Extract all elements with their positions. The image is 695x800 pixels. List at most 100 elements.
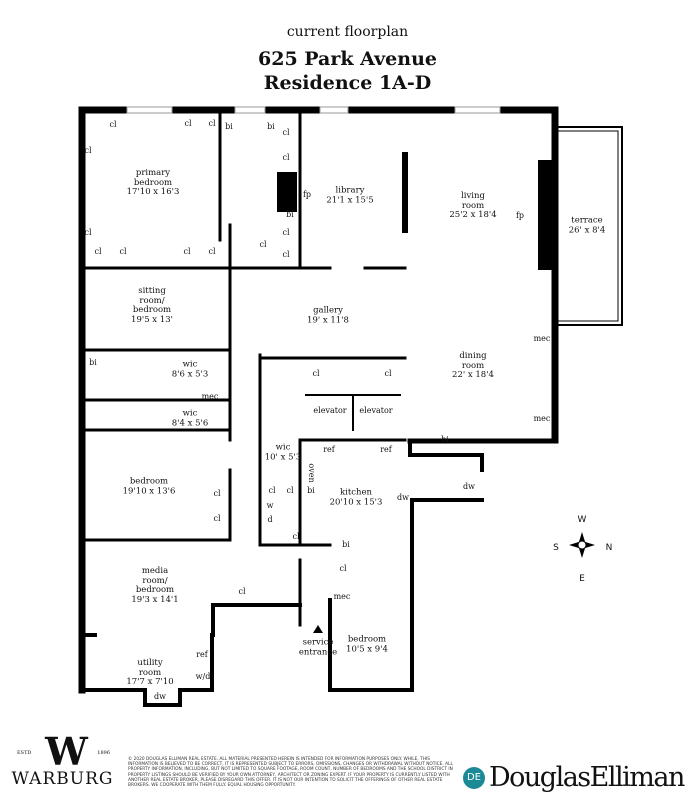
built-in-label: bi: [441, 435, 449, 444]
room-dims: 20'10 x 15'3: [329, 497, 383, 507]
property-address: 625 Park Avenue: [258, 48, 437, 70]
fireplace-label: fp: [302, 190, 312, 199]
room-name: wic: [182, 408, 198, 419]
room-name: bedroom: [129, 476, 169, 487]
room-name: wic: [182, 359, 198, 370]
room-dims: 25'2 x 18'4: [449, 209, 497, 220]
warburg-estd: ESTD: [17, 750, 32, 756]
dishwasher-label: dw: [397, 493, 409, 502]
room-dims: 21'1 x 15'5: [326, 195, 374, 205]
room-name: terrace: [571, 215, 603, 226]
elevator-label: elevator: [313, 406, 347, 415]
mechanical-label: mec: [533, 334, 551, 343]
closet-label: cl: [282, 228, 290, 237]
room-name: utility room: [137, 657, 163, 678]
built-in-label: bi: [286, 210, 294, 219]
floorplan-subtitle: current floorplan: [286, 24, 409, 40]
room-dims: 10'5 x 9'4: [346, 644, 388, 654]
closet-label: cl: [84, 228, 92, 237]
douglas-elliman-name: DouglasElliman: [489, 762, 685, 793]
compass-rose: [569, 532, 595, 558]
compass-west: W: [577, 515, 587, 525]
outer-wall: [78, 106, 559, 444]
warburg-logo: W ESTD 1896 WARBURG: [5, 733, 120, 790]
closet-label: cl: [282, 153, 290, 162]
closet-label: cl: [292, 532, 300, 541]
room-dims: 10' x 5'3: [264, 452, 302, 462]
refrigerator-label: ref: [323, 445, 335, 454]
compass-south: S: [553, 543, 559, 553]
room-dims: 8'6 x 5'3: [171, 369, 209, 379]
built-in-label: bi: [307, 486, 315, 495]
oven-label: oven: [307, 463, 316, 483]
room-name: bedroom: [347, 634, 387, 645]
service-entrance-arrow: [313, 625, 323, 633]
service-entrance-label: service entrance: [298, 637, 338, 657]
closet-label: cl: [208, 247, 216, 256]
room-name: kitchen: [339, 487, 373, 498]
dishwasher-label: dw: [463, 482, 475, 491]
utility-wall: [80, 633, 214, 707]
closet-label: cl: [213, 514, 221, 523]
closet-label: cl: [282, 250, 290, 259]
closet-label: cl: [94, 247, 102, 256]
elevator-label: elevator: [359, 406, 393, 415]
dishwasher-label: dw: [154, 692, 166, 701]
residence-title: Residence 1A-D: [263, 72, 432, 94]
closet-label: cl: [286, 486, 294, 495]
douglas-elliman-logo: DE DouglasElliman: [463, 762, 685, 793]
closet-label: cl: [282, 128, 290, 137]
mechanical-label: mec: [533, 414, 551, 423]
closet-label: cl: [208, 119, 216, 128]
closet-label: cl: [84, 146, 92, 155]
washer-dryer-label: w/d: [195, 672, 211, 681]
closet-label: cl: [238, 587, 246, 596]
elevator-divider: [305, 394, 401, 431]
mechanical-label: mec: [201, 392, 219, 401]
room-name: wic: [275, 442, 291, 453]
room-name: dining room: [459, 350, 487, 371]
fireplace-label: fp: [515, 211, 525, 220]
compass-north: N: [605, 543, 613, 553]
built-in-label: bi: [89, 358, 97, 367]
douglas-elliman-emblem: DE: [463, 766, 485, 789]
refrigerator-label: ref: [196, 650, 208, 659]
legal-disclaimer: © 2020 Douglas Elliman Real Estate. All …: [128, 757, 453, 789]
room-name: sitting room/ bedroom: [132, 286, 172, 315]
closet-label: cl: [183, 247, 191, 256]
room-dims: 8'4 x 5'6: [171, 418, 209, 428]
mechanical-label: mec: [333, 592, 351, 601]
refrigerator-label: ref: [380, 445, 392, 454]
closet-label: cl: [213, 489, 221, 498]
room-name: gallery: [313, 305, 343, 316]
closet-label: cl: [268, 486, 276, 495]
washer-label: w: [266, 501, 274, 510]
room-dims: 17'10 x 16'3: [126, 186, 180, 197]
room-dims: 19'5 x 13': [131, 314, 173, 325]
closet-label: cl: [312, 369, 320, 378]
room-dims: 19'3 x 14'1: [131, 594, 179, 605]
closet-label: cl: [259, 240, 267, 249]
media-wall: [211, 603, 302, 637]
room-dims: 17'7 x 7'10: [126, 676, 174, 687]
closet-label: cl: [384, 369, 392, 378]
built-in-label: bi: [225, 122, 233, 131]
closet-label: cl: [184, 119, 192, 128]
room-dims: 19' x 11'8: [307, 315, 349, 325]
closet-label: cl: [339, 564, 347, 573]
room-dims: 19'10 x 13'6: [122, 486, 176, 496]
